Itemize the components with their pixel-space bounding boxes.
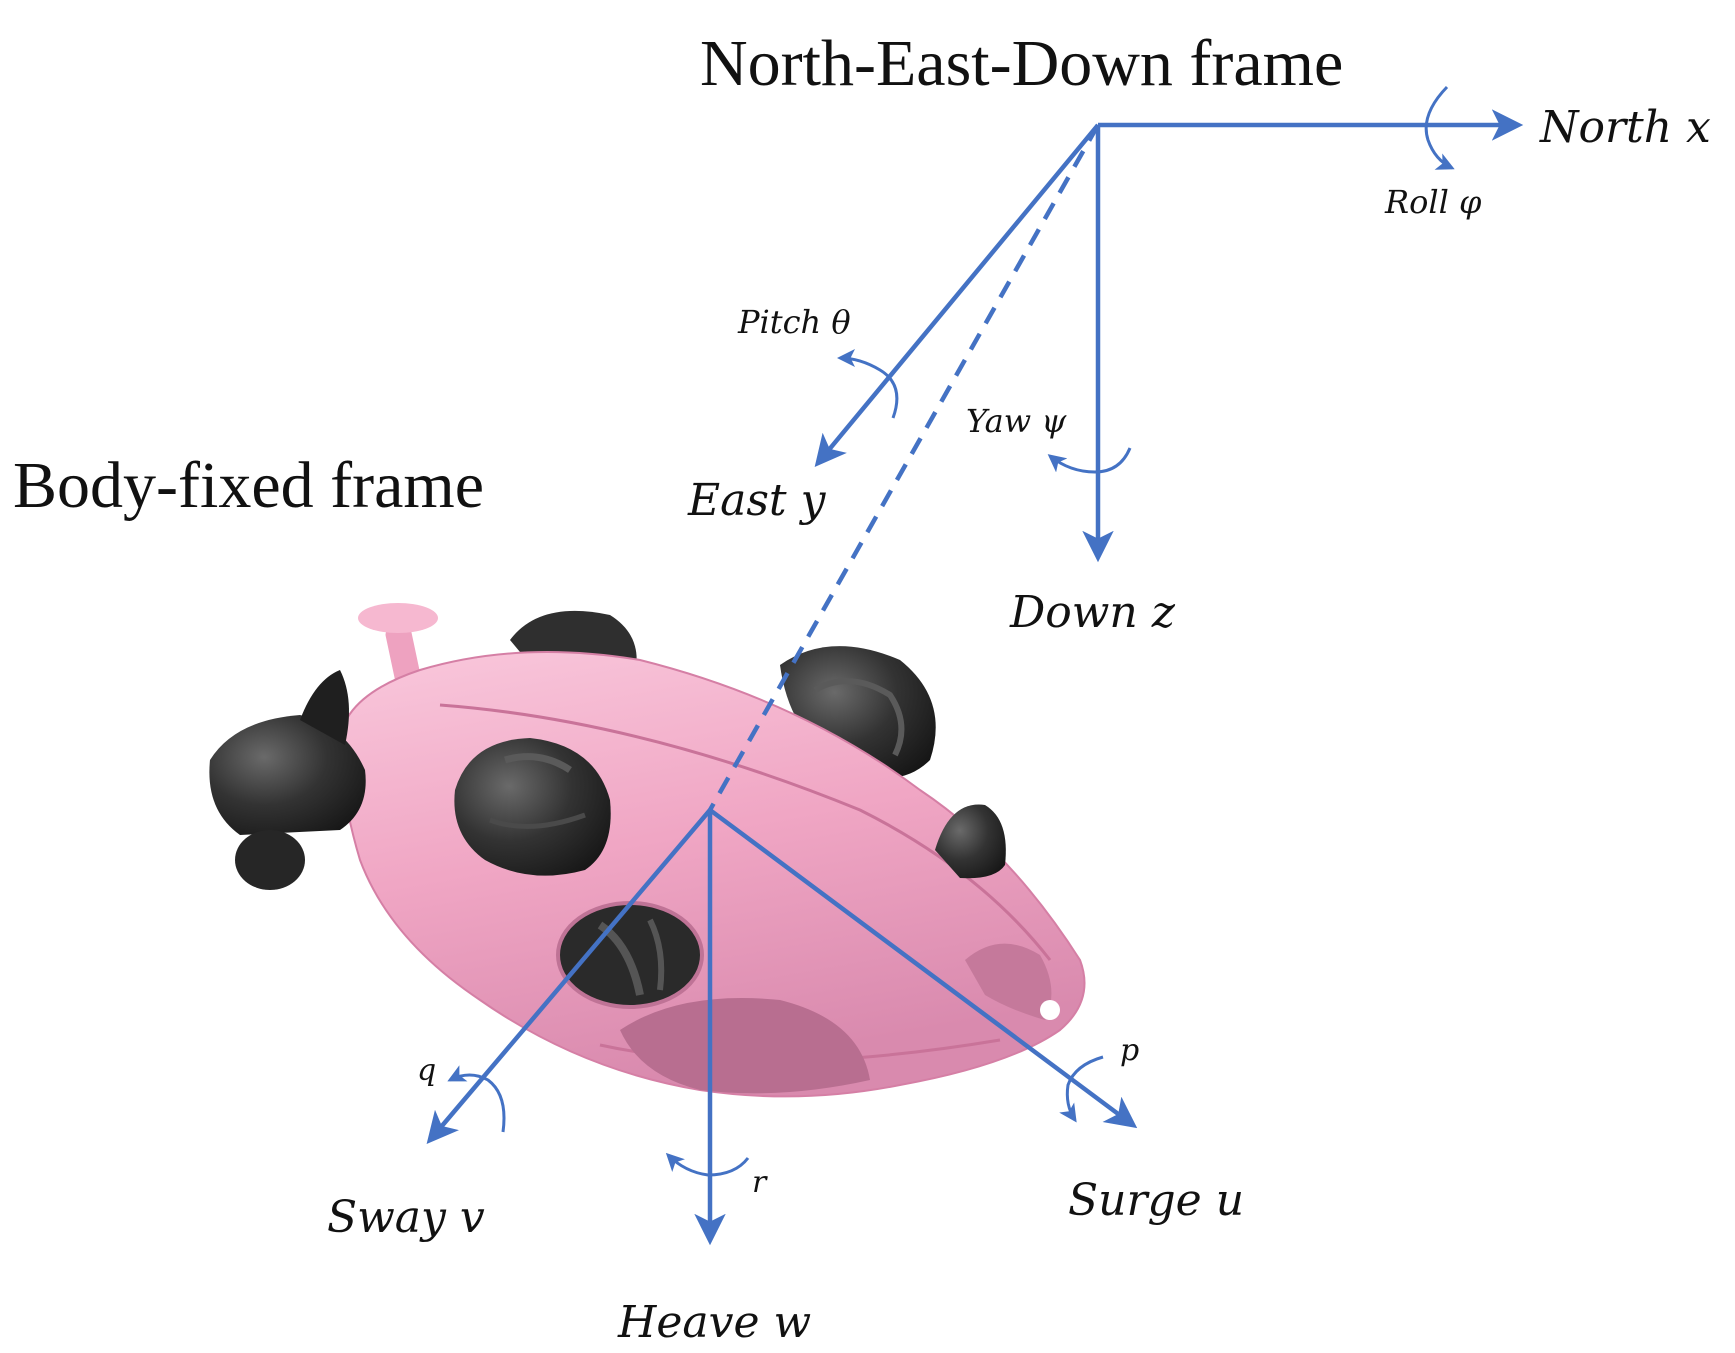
down-z-label: Down z	[1009, 587, 1176, 638]
q-label: q	[417, 1053, 436, 1088]
q-rotation-icon	[447, 1065, 506, 1133]
ned-frame: North-East-Down frame North x East y Dow…	[687, 27, 1711, 812]
roll-rotation-icon	[1424, 85, 1455, 170]
r-label: r	[752, 1165, 768, 1200]
body-frame-title: Body-fixed frame	[13, 449, 484, 522]
yaw-label: Yaw ψ	[966, 402, 1067, 440]
heave-w-label: Heave w	[617, 1297, 811, 1348]
sway-v-label: Sway v	[327, 1192, 485, 1243]
east-y-axis	[814, 123, 1100, 468]
p-label: p	[1120, 1033, 1139, 1068]
rov-thruster-middle	[454, 738, 611, 876]
east-y-label: East y	[687, 475, 827, 526]
ned-frame-title: North-East-Down frame	[700, 27, 1343, 100]
yaw-rotation-icon	[1047, 447, 1132, 474]
north-x-label: North x	[1539, 102, 1711, 153]
rov-hull-opening	[620, 998, 870, 1094]
r-rotation-icon	[665, 1152, 750, 1177]
surge-u-label: Surge u	[1068, 1175, 1244, 1226]
ned-to-body-link	[708, 123, 1100, 812]
roll-label: Roll φ	[1384, 183, 1482, 221]
rov-thruster-left	[209, 670, 366, 890]
surge-u-axis	[708, 808, 1138, 1129]
sway-v-axis	[426, 808, 712, 1145]
rov-vehicle	[209, 603, 1086, 1098]
p-rotation-icon	[1059, 1055, 1104, 1123]
pitch-label: Pitch θ	[737, 303, 851, 341]
rov-thruster-right	[935, 804, 1006, 879]
pitch-rotation-icon	[837, 349, 899, 419]
rov-thruster-vertical	[556, 901, 704, 1009]
rov-mast	[358, 603, 438, 686]
body-frame: Body-fixed frame Surge u Sway v Heave w …	[13, 449, 1244, 1348]
